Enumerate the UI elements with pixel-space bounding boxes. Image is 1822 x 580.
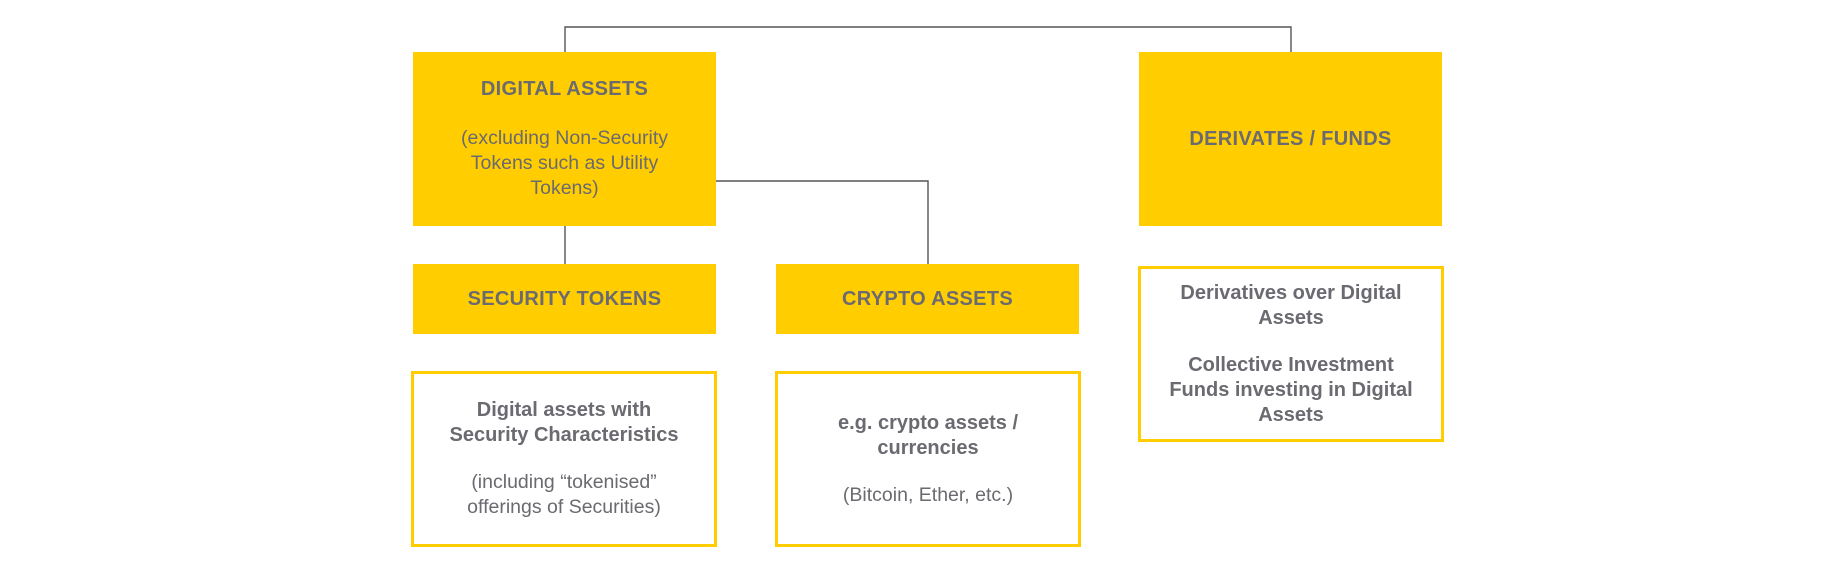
digital-assets-title: DIGITAL ASSETS: [480, 77, 649, 100]
crypto-assets-box: CRYPTO ASSETS: [776, 264, 1079, 334]
security-tokens-description-box: Digital assets with Security Characteris…: [411, 371, 717, 547]
crypto-assets-title: CRYPTO ASSETS: [842, 287, 1013, 310]
derivates-funds-box: DERIVATES / FUNDS: [1139, 52, 1442, 226]
security-tokens-description: Digital assets with Security Characteris…: [449, 399, 679, 446]
derivatives-description-box: Derivatives over Digital Assets Collecti…: [1138, 266, 1444, 442]
security-tokens-box: SECURITY TOKENS: [413, 264, 716, 334]
crypto-assets-note: (Bitcoin, Ether, etc.): [842, 483, 1014, 506]
digital-assets-note: (excluding Non-Security Tokens such as U…: [460, 126, 668, 199]
connector-digital-to-crypto: [716, 180, 929, 264]
derivatives-over-digital-assets: Derivatives over Digital Assets: [1180, 281, 1402, 329]
crypto-assets-description-box: e.g. crypto assets / currencies (Bitcoin…: [775, 371, 1081, 547]
derivates-funds-title: DERIVATES / FUNDS: [1189, 127, 1392, 150]
crypto-assets-description: e.g. crypto assets / currencies: [837, 411, 1019, 459]
connector-digital-to-derivates: [564, 26, 1292, 52]
collective-investment-funds: Collective Investment Funds investing in…: [1169, 353, 1413, 426]
digital-assets-box: DIGITAL ASSETS (excluding Non-Security T…: [413, 52, 716, 226]
security-tokens-title: SECURITY TOKENS: [467, 287, 662, 310]
security-tokens-note: (including “tokenised” offerings of Secu…: [467, 471, 661, 518]
